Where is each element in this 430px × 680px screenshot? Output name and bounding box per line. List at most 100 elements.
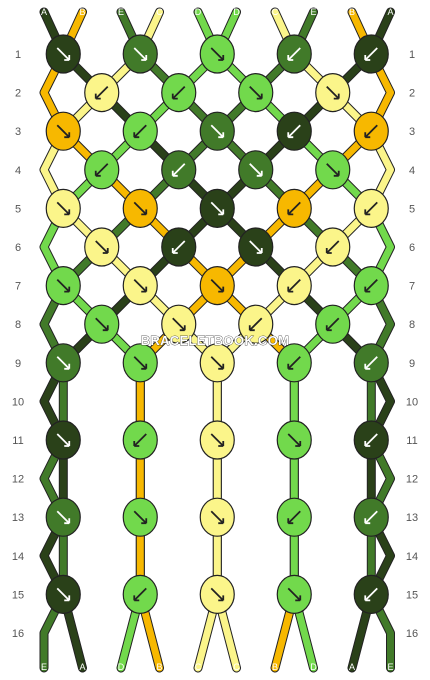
row-label-right: 11 bbox=[406, 435, 417, 447]
knots-layer bbox=[45, 34, 389, 615]
arrow-head bbox=[179, 325, 186, 332]
arrow-head bbox=[256, 248, 263, 254]
knot bbox=[45, 266, 81, 306]
arrow-head bbox=[364, 55, 371, 61]
row-label-right: 15 bbox=[406, 589, 418, 601]
strand-label-top: E bbox=[118, 7, 124, 17]
knot bbox=[122, 497, 158, 537]
strand-label-top: D bbox=[233, 7, 240, 17]
arrow-se-icon bbox=[56, 356, 70, 370]
row-label-left: 14 bbox=[12, 551, 24, 563]
knot bbox=[238, 304, 274, 344]
knot bbox=[84, 150, 120, 190]
arrow-se-icon bbox=[56, 278, 70, 293]
strand-label-top: D bbox=[195, 7, 202, 17]
arrow-head bbox=[133, 595, 140, 602]
arrow-head bbox=[287, 518, 294, 525]
arrow-head bbox=[364, 132, 371, 139]
arrow-head bbox=[64, 363, 71, 370]
arrow-head bbox=[141, 209, 148, 216]
arrow-se-icon bbox=[133, 356, 147, 370]
strand-label-top: B bbox=[349, 7, 355, 17]
strand-label-bottom: A bbox=[349, 662, 355, 672]
arrow-se-icon bbox=[210, 433, 224, 447]
row-label-left: 10 bbox=[12, 396, 24, 408]
arrow-sw-icon bbox=[326, 317, 340, 331]
knot bbox=[161, 72, 197, 113]
arrow-head bbox=[325, 325, 332, 332]
arrow-head bbox=[64, 441, 71, 447]
arrow-head bbox=[171, 248, 178, 254]
arrow-sw-icon bbox=[133, 587, 147, 602]
strand-label-top: B bbox=[79, 7, 85, 17]
arrow-head bbox=[102, 325, 109, 332]
row-label-left: 2 bbox=[15, 88, 21, 100]
knot bbox=[276, 574, 312, 615]
arrow-head bbox=[218, 363, 225, 370]
arrow-head bbox=[64, 595, 71, 602]
arrow-sw-icon bbox=[364, 278, 378, 293]
strand-label-top: E bbox=[310, 7, 316, 17]
knot bbox=[276, 497, 312, 537]
arrow-se-icon bbox=[210, 356, 224, 370]
arrow-head bbox=[287, 363, 294, 370]
knot bbox=[122, 34, 158, 74]
arrow-se-icon bbox=[210, 510, 224, 524]
arrow-sw-icon bbox=[95, 85, 109, 100]
knot bbox=[353, 574, 389, 615]
arrow-sw-icon bbox=[364, 356, 378, 370]
knot bbox=[353, 497, 389, 537]
arrow-se-icon bbox=[56, 201, 70, 216]
arrow-sw-icon bbox=[364, 201, 378, 216]
knot bbox=[199, 266, 235, 306]
arrow-head bbox=[287, 132, 294, 139]
knot bbox=[45, 343, 81, 383]
arrow-sw-icon bbox=[287, 124, 301, 138]
knot bbox=[353, 34, 389, 74]
arrow-head bbox=[141, 518, 148, 525]
arrow-head bbox=[248, 325, 255, 332]
arrow-head bbox=[256, 170, 263, 177]
knot bbox=[199, 343, 235, 383]
arrow-head bbox=[218, 441, 225, 447]
arrow-sw-icon bbox=[364, 124, 378, 138]
strand-label-bottom: D bbox=[118, 662, 125, 672]
row-label-left: 5 bbox=[15, 203, 21, 215]
arrow-se-icon bbox=[210, 587, 224, 602]
arrow-head bbox=[133, 132, 140, 139]
row-label-right: 16 bbox=[406, 628, 418, 640]
knot bbox=[238, 227, 274, 267]
arrow-sw-icon bbox=[249, 317, 263, 331]
row-label-left: 8 bbox=[15, 319, 21, 331]
arrow-head bbox=[287, 286, 294, 293]
knot bbox=[199, 188, 235, 228]
knot bbox=[238, 72, 274, 113]
row-label-right: 6 bbox=[409, 242, 415, 254]
arrow-se-icon bbox=[56, 433, 70, 447]
arrow-se-icon bbox=[287, 433, 301, 447]
arrow-se-icon bbox=[249, 163, 263, 177]
arrow-head bbox=[364, 518, 371, 525]
knot bbox=[315, 72, 351, 113]
knot bbox=[276, 266, 312, 306]
arrow-se-icon bbox=[249, 240, 263, 254]
arrow-head bbox=[364, 286, 371, 293]
arrow-sw-icon bbox=[95, 163, 109, 177]
knot bbox=[84, 227, 120, 267]
knot bbox=[84, 72, 120, 113]
row-label-left: 4 bbox=[15, 165, 21, 177]
knot bbox=[161, 150, 197, 190]
arrow-head bbox=[287, 55, 294, 61]
arrow-head bbox=[218, 518, 225, 525]
knot bbox=[45, 420, 81, 460]
knot bbox=[276, 420, 312, 460]
row-label-left: 16 bbox=[12, 628, 24, 640]
row-label-right: 10 bbox=[406, 396, 418, 408]
knot bbox=[276, 343, 312, 383]
knot bbox=[45, 111, 81, 151]
arrow-head bbox=[218, 286, 225, 293]
arrow-sw-icon bbox=[172, 85, 186, 100]
row-label-right: 2 bbox=[409, 88, 415, 100]
